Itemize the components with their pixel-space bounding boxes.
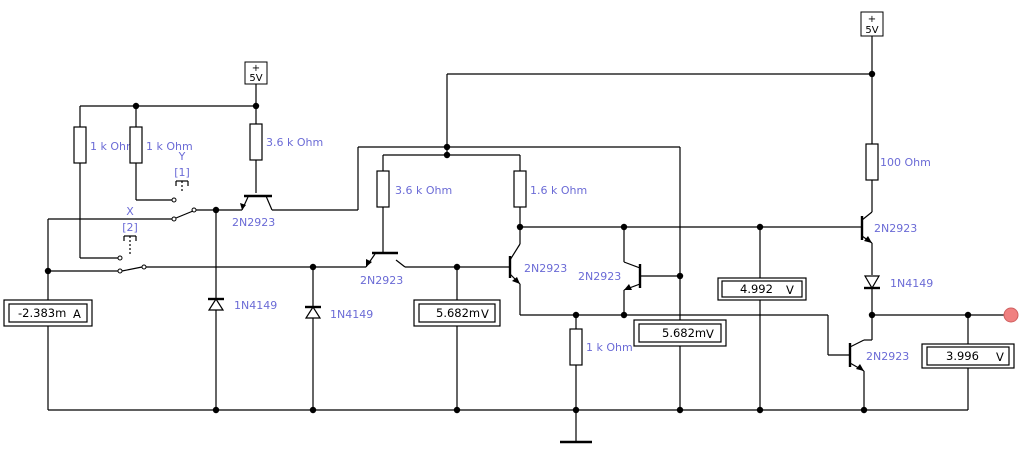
resistor-r7: 100 Ohm — [865, 143, 931, 181]
svg-text:1 k Ohm: 1 k Ohm — [90, 140, 137, 153]
diode-d3: 1N4149 — [863, 275, 933, 290]
resistor-r2: 1 k Ohm — [129, 126, 193, 164]
power-source-right: + 5V — [860, 11, 884, 37]
svg-text:V: V — [481, 307, 489, 321]
svg-text:[1]: [1] — [174, 166, 190, 179]
svg-text:V: V — [996, 350, 1004, 364]
svg-text:1 k Ohm: 1 k Ohm — [586, 341, 633, 354]
svg-text:1N4149: 1N4149 — [890, 277, 933, 290]
voltmeter-3: 4.992 V — [717, 277, 807, 301]
svg-text:2N2923: 2N2923 — [874, 222, 917, 235]
svg-text:100 Ohm: 100 Ohm — [880, 156, 931, 169]
wires — [47, 30, 1004, 444]
voltmeter-1: 5.682m V — [413, 299, 501, 327]
svg-text:3.6 k Ohm: 3.6 k Ohm — [395, 184, 452, 197]
svg-text:2N2923: 2N2923 — [578, 270, 621, 283]
diode-d1: 1N4149 — [207, 297, 277, 312]
svg-text:Y: Y — [178, 150, 186, 163]
svg-text:3.6 k Ohm: 3.6 k Ohm — [266, 136, 323, 149]
voltmeter-4: 3.996 V — [921, 343, 1015, 369]
svg-text:2N2923: 2N2923 — [866, 350, 909, 363]
svg-text:3.996: 3.996 — [946, 349, 979, 363]
resistor-r1: 1 k Ohm — [73, 126, 137, 164]
svg-text:5.682m: 5.682m — [436, 306, 480, 320]
svg-text:5V: 5V — [865, 25, 878, 36]
svg-text:X: X — [126, 205, 134, 218]
transistor-q1: 2N2923 — [232, 194, 275, 229]
svg-text:-2.383m: -2.383m — [18, 306, 66, 320]
svg-text:[2]: [2] — [122, 221, 138, 234]
transistor-q2: 2N2923 — [360, 244, 403, 287]
svg-text:1 k Ohm: 1 k Ohm — [146, 140, 193, 153]
voltmeter-2: 5.682m V — [633, 319, 727, 347]
svg-text:5V: 5V — [249, 73, 262, 84]
transistor-q5: 2N2923 — [850, 211, 917, 244]
svg-text:A: A — [73, 307, 81, 321]
svg-text:2N2923: 2N2923 — [232, 216, 275, 229]
switch-y[interactable]: Y [1] — [171, 150, 197, 222]
svg-text:V: V — [786, 283, 794, 297]
svg-text:2N2923: 2N2923 — [360, 274, 403, 287]
svg-text:1N4149: 1N4149 — [330, 308, 373, 321]
transistor-q6: 2N2923 — [848, 339, 909, 372]
diode-d2: 1N4149 — [304, 305, 373, 321]
svg-text:2N2923: 2N2923 — [524, 262, 567, 275]
svg-text:1N4149: 1N4149 — [234, 299, 277, 312]
junctions — [44, 70, 972, 414]
transistor-q3: 2N2923 — [508, 243, 567, 285]
output-probe[interactable] — [1003, 307, 1019, 323]
resistor-r3: 3.6 k Ohm — [249, 123, 323, 161]
ammeter-display: -2.383m A — [3, 299, 93, 327]
svg-text:+: + — [868, 14, 876, 25]
power-source-left: + 5V — [244, 61, 268, 90]
svg-text:4.992: 4.992 — [740, 282, 773, 296]
resistor-r5: 1.6 k Ohm — [513, 170, 587, 208]
resistor-r6: 1 k Ohm — [569, 328, 633, 366]
transistor-q4: 2N2923 — [578, 261, 642, 291]
svg-text:V: V — [706, 327, 714, 341]
svg-text:+: + — [252, 63, 260, 74]
svg-text:1.6 k Ohm: 1.6 k Ohm — [530, 184, 587, 197]
resistor-r4: 3.6 k Ohm — [376, 170, 452, 208]
switch-x[interactable]: X [2] — [117, 205, 147, 274]
svg-text:5.682m: 5.682m — [662, 326, 706, 340]
